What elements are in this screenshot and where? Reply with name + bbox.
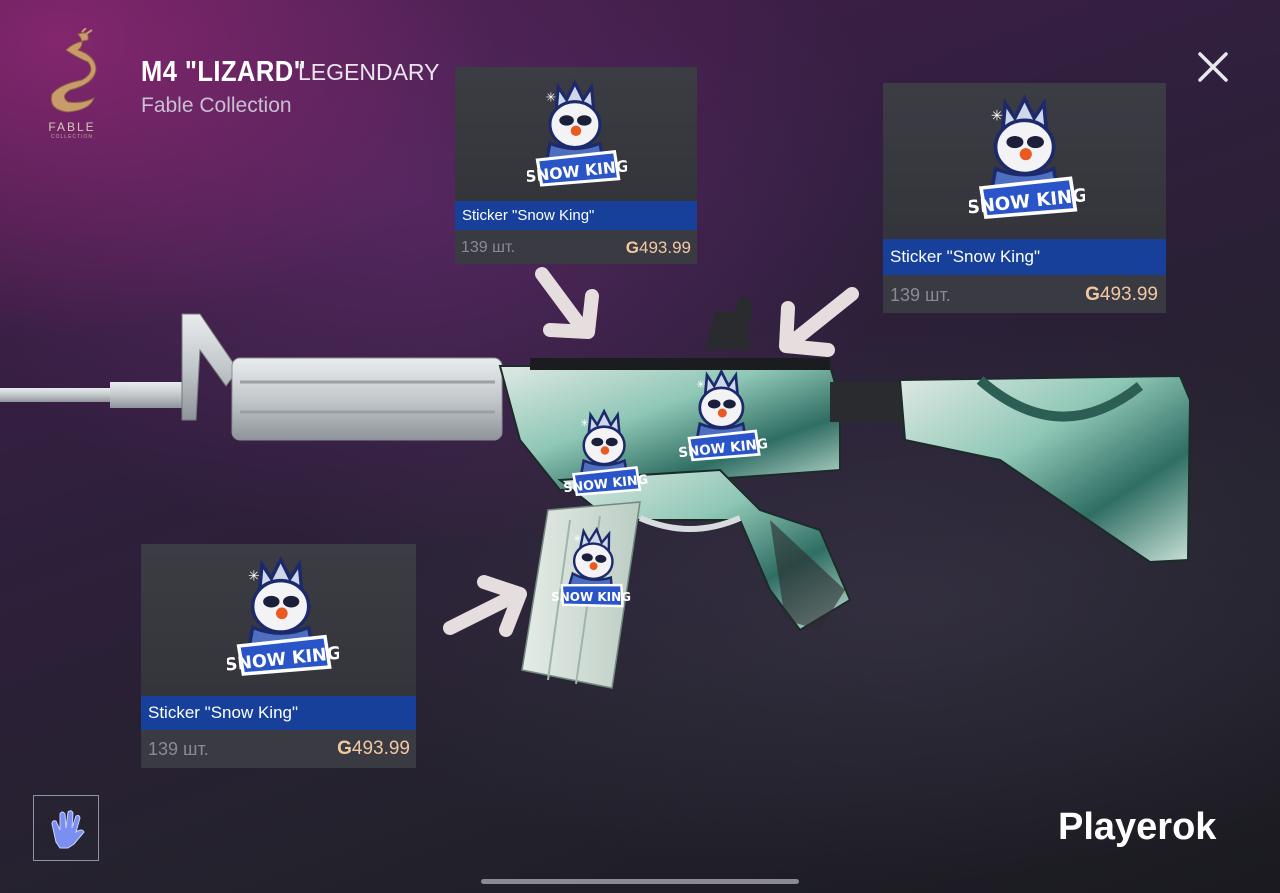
- glove-icon: [51, 810, 85, 849]
- item-title: M4 "LIZARD": [141, 56, 307, 88]
- gold-currency-icon: G: [1085, 284, 1100, 305]
- sticker-name: Sticker "Snow King": [141, 696, 416, 730]
- home-indicator[interactable]: [481, 879, 799, 884]
- collection-logo: FABLE COLLECTION: [38, 28, 106, 140]
- sticker-quantity: 139 шт.: [461, 239, 515, 256]
- logo-subtext: COLLECTION: [51, 134, 93, 140]
- gold-currency-icon: G: [337, 738, 352, 759]
- watermark: Playerok: [1058, 806, 1217, 848]
- sticker-price: G493.99: [337, 738, 410, 760]
- sticker-thumbnail: [141, 544, 416, 696]
- glove-toggle-button[interactable]: [33, 795, 99, 861]
- sticker-thumbnail: [455, 67, 697, 201]
- snow-king-sticker-image: [969, 96, 1085, 221]
- close-icon[interactable]: [1196, 50, 1230, 84]
- sticker-name: Sticker "Snow King": [455, 201, 697, 230]
- rarity-label: LEGENDARY: [298, 59, 440, 85]
- sticker-quantity: 139 шт.: [148, 739, 209, 759]
- gold-currency-icon: G: [625, 238, 639, 257]
- sticker-name: Sticker "Snow King": [883, 239, 1166, 275]
- weapon-model: [0, 296, 1192, 689]
- price-value: 493.99: [639, 238, 691, 257]
- sticker-price: G493.99: [626, 238, 691, 258]
- sticker-price: G493.99: [1085, 284, 1158, 306]
- sticker-card[interactable]: Sticker "Snow King" 139 шт. G493.99: [455, 67, 697, 264]
- sticker-card[interactable]: Sticker "Snow King" 139 шт. G493.99: [883, 83, 1166, 313]
- sticker-card[interactable]: Sticker "Snow King" 139 шт. G493.99: [141, 544, 416, 768]
- snow-king-sticker-image: [227, 557, 339, 678]
- arrow-icon: [779, 287, 859, 357]
- sticker-thumbnail: [883, 83, 1166, 239]
- snow-king-sticker-image: [527, 81, 627, 188]
- sticker-quantity: 139 шт.: [890, 285, 951, 305]
- price-value: 493.99: [1099, 284, 1158, 305]
- arrow-icon: [443, 575, 527, 637]
- arrow-icon: [535, 267, 599, 339]
- price-value: 493.99: [351, 738, 410, 759]
- collection-name: Fable Collection: [141, 94, 292, 117]
- logo-text: FABLE: [48, 120, 96, 134]
